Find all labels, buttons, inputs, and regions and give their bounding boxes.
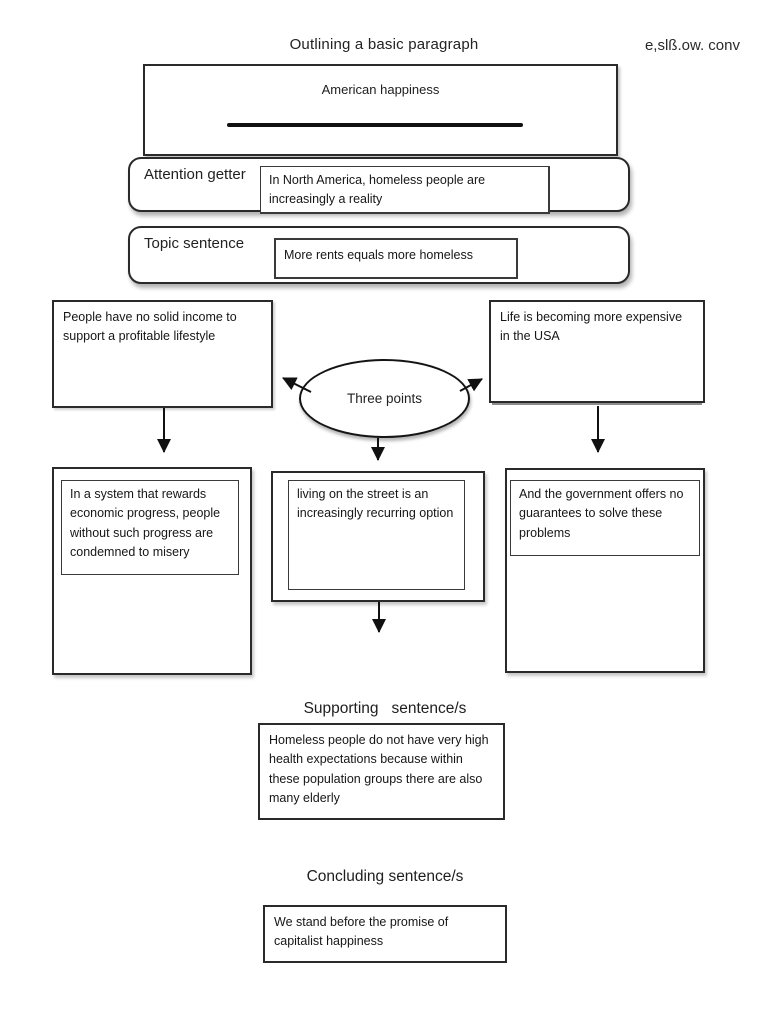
detail-right-box: And the government offers no guarantees … [505, 468, 705, 673]
supporting-sentence-heading: Supporting sentence/s [303, 700, 467, 717]
point-right-box: Life is becoming more expensive in the U… [489, 300, 705, 403]
main-title-text: American happiness [321, 82, 440, 97]
attention-getter-label: Attention getter [144, 166, 246, 183]
detail-left-content: In a system that rewards economic progre… [61, 480, 239, 575]
main-title-box: American happiness [143, 64, 618, 156]
concluding-sentence-box: We stand before the promise of capitalis… [263, 905, 507, 963]
title-underline-rule [227, 123, 523, 127]
topic-sentence-label: Topic sentence [144, 235, 245, 252]
three-points-ellipse: Three points [299, 359, 470, 438]
attention-getter-content-box: In North America, homeless people are in… [260, 166, 550, 214]
page-title: Outlining a basic paragraph [289, 36, 479, 53]
point-left-box: People have no solid income to support a… [52, 300, 273, 408]
three-points-label: Three points [346, 391, 423, 406]
attention-getter-band: Attention getter In North America, homel… [128, 157, 630, 214]
supporting-sentence-box: Homeless people do not have very high he… [258, 723, 505, 820]
detail-center-content: living on the street is an increasingly … [288, 480, 465, 590]
concluding-sentence-heading: Concluding sentence/s [306, 868, 464, 885]
topic-sentence-content-box: More rents equals more homeless [274, 238, 518, 279]
corner-note: e,slß.ow. conv [644, 37, 740, 54]
detail-center-box: living on the street is an increasingly … [271, 471, 485, 602]
topic-sentence-band: Topic sentence More rents equals more ho… [128, 226, 630, 284]
detail-right-content: And the government offers no guarantees … [510, 480, 700, 556]
detail-left-box: In a system that rewards economic progre… [52, 467, 252, 675]
